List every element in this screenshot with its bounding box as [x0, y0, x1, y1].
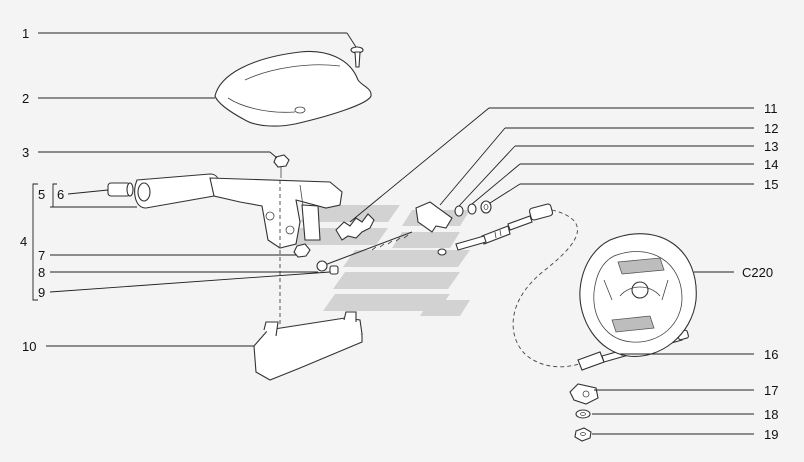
part-19-nut: [574, 427, 592, 442]
label-6: 6: [57, 187, 64, 202]
leader-lines: [32, 32, 754, 435]
label-15: 15: [764, 177, 778, 192]
label-14: 14: [764, 157, 778, 172]
cable-equalizer: [437, 203, 554, 256]
part-7-nut: [293, 243, 311, 258]
part-14-washer: [467, 203, 477, 215]
part-c220-brake-backplate: [579, 233, 697, 357]
part-1-screw: [350, 46, 364, 68]
part-8-adjusting-rod: [316, 231, 413, 272]
part-17-bracket-clip: [569, 383, 599, 405]
label-9: 9: [38, 285, 45, 300]
label-10: 10: [22, 339, 36, 354]
part-10-bracket: [253, 311, 363, 381]
part-15-washer: [480, 200, 492, 214]
part-11-boot: [335, 213, 375, 241]
label-2: 2: [22, 91, 29, 106]
part-18-washer: [575, 409, 591, 419]
label-11: 11: [764, 101, 778, 116]
label-4: 4: [20, 234, 27, 249]
part-5-handbrake-lever: [134, 173, 343, 249]
label-16: 16: [764, 347, 778, 362]
label-7: 7: [38, 248, 45, 263]
part-12-clip: [415, 201, 453, 233]
label-1: 1: [22, 26, 29, 41]
part-9-pin: [329, 265, 339, 275]
label-18: 18: [764, 407, 778, 422]
part-13-washer: [454, 205, 464, 217]
label-17: 17: [764, 383, 778, 398]
label-c220: C220: [742, 265, 773, 280]
label-12: 12: [764, 121, 778, 136]
label-19: 19: [764, 427, 778, 442]
part-2-cover: [214, 50, 372, 127]
label-3: 3: [22, 145, 29, 160]
label-13: 13: [764, 139, 778, 154]
part-6-release-button: [107, 182, 134, 197]
label-8: 8: [38, 265, 45, 280]
label-5: 5: [38, 187, 45, 202]
part-3-bolt: [273, 154, 290, 178]
